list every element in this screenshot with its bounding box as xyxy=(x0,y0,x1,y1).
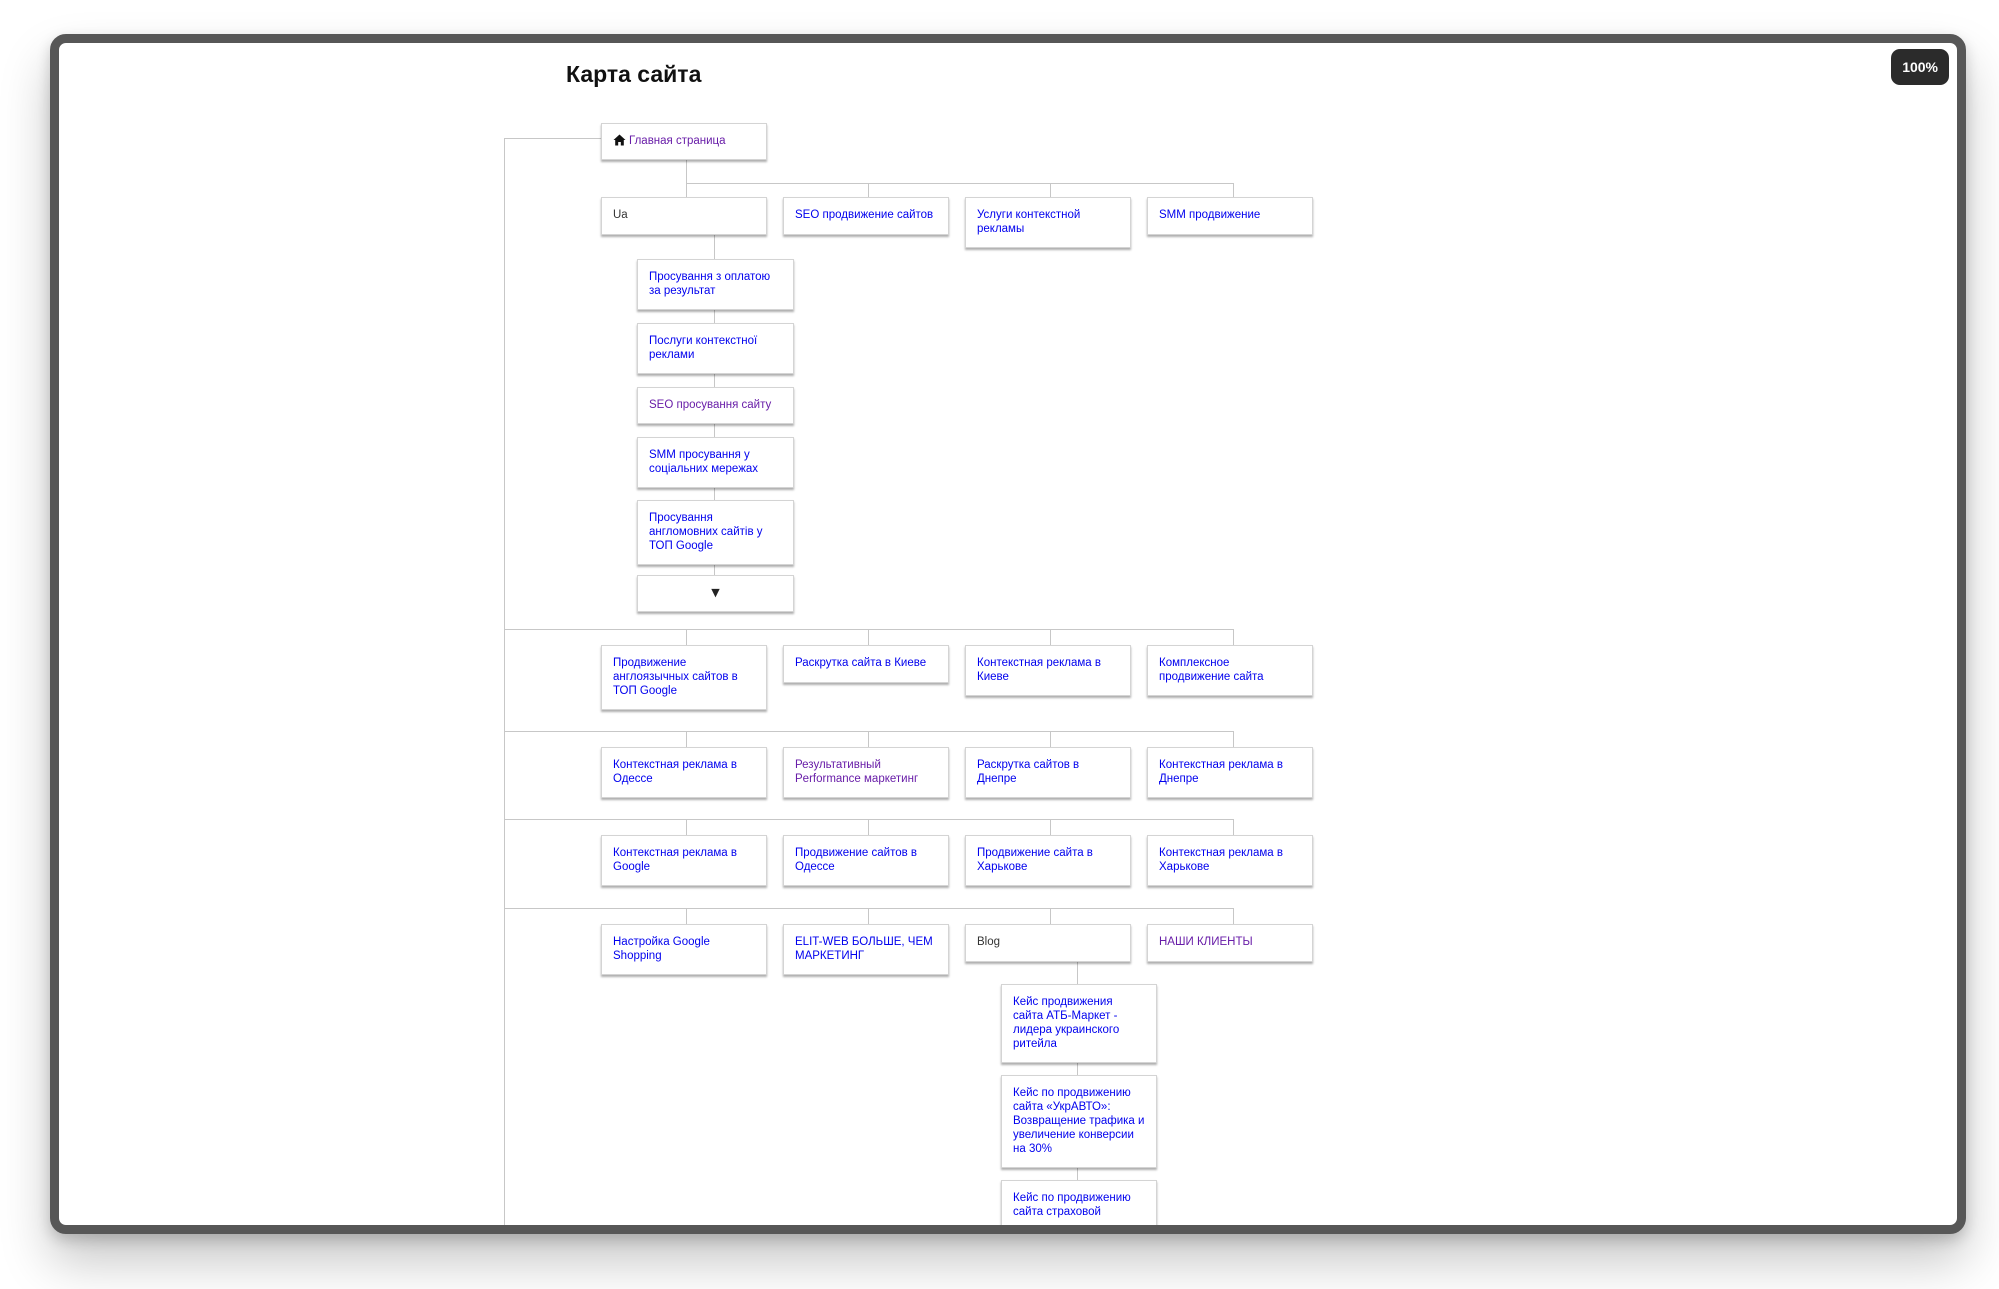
sitemap-node[interactable]: Контекстная реклама в Одессе xyxy=(601,747,767,798)
node-label: Послуги контекстної реклами xyxy=(649,335,758,361)
row3-drop-line xyxy=(1233,731,1234,747)
node-label: Контекстная реклама в Днепре xyxy=(1159,759,1283,785)
node-label: Кейс по продвижению сайта «УкрАВТО»: Воз… xyxy=(1013,1087,1145,1155)
sitemap-node-ua[interactable]: Ua xyxy=(601,197,767,235)
sitemap-node[interactable]: Продвижение сайта в Харькове xyxy=(965,835,1131,886)
trunk-to-home-line xyxy=(504,138,601,139)
node-label: Ua xyxy=(613,209,628,221)
node-label: Контекстная реклама в Киеве xyxy=(977,657,1101,683)
sitemap-node[interactable]: Комплексное продвижение сайта xyxy=(1147,645,1313,696)
sitemap-node[interactable]: SMM продвижение xyxy=(1147,197,1313,235)
sitemap-node[interactable]: Раскрутка сайтов в Днепре xyxy=(965,747,1131,798)
sitemap-node[interactable]: Продвижение сайтов в Одессе xyxy=(783,835,949,886)
row1-drop-line xyxy=(868,183,869,197)
node-label: Результативный Performance маркетинг xyxy=(795,759,919,785)
row3-drop-line xyxy=(686,731,687,747)
row3-bus-line xyxy=(504,731,1234,732)
row2-drop-line xyxy=(1233,629,1234,645)
zoom-level-badge[interactable]: 100% xyxy=(1891,49,1949,85)
node-label: SEO продвижение сайтов xyxy=(795,209,934,221)
home-node[interactable]: Главная страница xyxy=(601,123,767,160)
row2-drop-line xyxy=(686,629,687,645)
row3-drop-line xyxy=(868,731,869,747)
sitemap-node[interactable]: Продвижение англоязычных сайтов в ТОП Go… xyxy=(601,645,767,710)
row2-bus-line xyxy=(504,629,1234,630)
row4-drop-line xyxy=(868,819,869,835)
sitemap-node[interactable]: Кейс по продвижению сайта страховой xyxy=(1001,1180,1157,1225)
sitemap-node[interactable]: Контекстная реклама в Днепре xyxy=(1147,747,1313,798)
row5-drop-line xyxy=(868,908,869,924)
sitemap-node[interactable]: Контекстная реклама в Киеве xyxy=(965,645,1131,696)
node-label: SMM просування у соціальних мережах xyxy=(649,449,759,475)
sitemap-node[interactable]: Контекстная реклама в Харькове xyxy=(1147,835,1313,886)
node-label: НАШИ КЛИЕНТЫ xyxy=(1159,936,1253,948)
page-title: Карта сайта xyxy=(566,61,702,87)
sitemap-node[interactable]: SEO продвижение сайтов xyxy=(783,197,949,235)
row5-bus-line xyxy=(504,908,1234,909)
sitemap-node[interactable]: Настройка Google Shopping xyxy=(601,924,767,975)
node-label: Продвижение сайта в Харькове xyxy=(977,847,1093,873)
sitemap-node[interactable]: НАШИ КЛИЕНТЫ xyxy=(1147,924,1313,962)
sitemap-node[interactable]: Контекстная реклама в Google xyxy=(601,835,767,886)
row4-drop-line xyxy=(686,819,687,835)
sitemap-node[interactable]: Раскрутка сайта в Киеве xyxy=(783,645,949,683)
sitemap-node[interactable]: Кейс продвижения сайта АТБ-Маркет - лиде… xyxy=(1001,984,1157,1063)
node-label: Контекстная реклама в Харькове xyxy=(1159,847,1283,873)
home-node-label: Главная страница xyxy=(629,135,726,147)
row3-drop-line xyxy=(1050,731,1051,747)
expand-more-button[interactable]: ▼ xyxy=(637,575,794,612)
node-label: Кейс по продвижению сайта страховой xyxy=(1013,1192,1131,1218)
sitemap-node[interactable]: Просування англомовних сайтів у ТОП Goog… xyxy=(637,500,794,565)
node-label: Продвижение англоязычных сайтов в ТОП Go… xyxy=(613,657,738,697)
sitemap-node[interactable]: Услуги контекстной рекламы xyxy=(965,197,1131,248)
node-label: Продвижение сайтов в Одессе xyxy=(795,847,918,873)
node-label: Blog xyxy=(977,936,1001,948)
node-label: Комплексное продвижение сайта xyxy=(1159,657,1264,683)
node-label: Услуги контекстной рекламы xyxy=(977,209,1081,235)
row4-drop-line xyxy=(1233,819,1234,835)
row1-bus-line xyxy=(686,183,1234,184)
main-trunk-line xyxy=(504,138,505,1225)
node-label: Настройка Google Shopping xyxy=(613,936,710,962)
node-label: Раскрутка сайта в Киеве xyxy=(795,657,927,669)
sitemap-node[interactable]: ELIT-WEB БОЛЬШЕ, ЧЕМ МАРКЕТИНГ xyxy=(783,924,949,975)
row1-drop-line xyxy=(1050,183,1051,197)
row4-drop-line xyxy=(1050,819,1051,835)
row4-bus-line xyxy=(504,819,1234,820)
browser-window: Карта сайта 100% xyxy=(50,34,1966,1234)
row2-drop-line xyxy=(1050,629,1051,645)
row2-drop-line xyxy=(868,629,869,645)
sitemap-node[interactable]: Просування з оплатою за результат xyxy=(637,259,794,310)
row1-drop-line xyxy=(686,183,687,197)
sitemap-node[interactable]: SEO просування сайту xyxy=(637,387,794,424)
node-label: Кейс продвижения сайта АТБ-Маркет - лиде… xyxy=(1013,996,1120,1050)
sitemap-node[interactable]: Кейс по продвижению сайта «УкрАВТО»: Воз… xyxy=(1001,1075,1157,1168)
node-label: Раскрутка сайтов в Днепре xyxy=(977,759,1080,785)
chevron-down-icon: ▼ xyxy=(711,586,720,599)
home-icon xyxy=(613,134,626,146)
sitemap-node[interactable]: Послуги контекстної реклами xyxy=(637,323,794,374)
sitemap-node[interactable]: SMM просування у соціальних мережах xyxy=(637,437,794,488)
node-label: Просування з оплатою за результат xyxy=(649,271,771,297)
node-label: Контекстная реклама в Одессе xyxy=(613,759,737,785)
node-label: SEO просування сайту xyxy=(649,399,772,411)
node-label: ELIT-WEB БОЛЬШЕ, ЧЕМ МАРКЕТИНГ xyxy=(795,936,933,962)
sitemap-node[interactable]: Результативный Performance маркетинг xyxy=(783,747,949,798)
home-drop-line xyxy=(686,152,687,183)
sitemap-node-blog[interactable]: Blog xyxy=(965,924,1131,962)
node-label: Контекстная реклама в Google xyxy=(613,847,737,873)
row5-drop-line xyxy=(1233,908,1234,924)
node-label: Просування англомовних сайтів у ТОП Goog… xyxy=(649,512,763,552)
row1-drop-line xyxy=(1233,183,1234,197)
row5-drop-line xyxy=(1050,908,1051,924)
sitemap-canvas: Карта сайта 100% xyxy=(59,43,1957,1225)
node-label: SMM продвижение xyxy=(1159,209,1261,221)
row5-drop-line xyxy=(686,908,687,924)
